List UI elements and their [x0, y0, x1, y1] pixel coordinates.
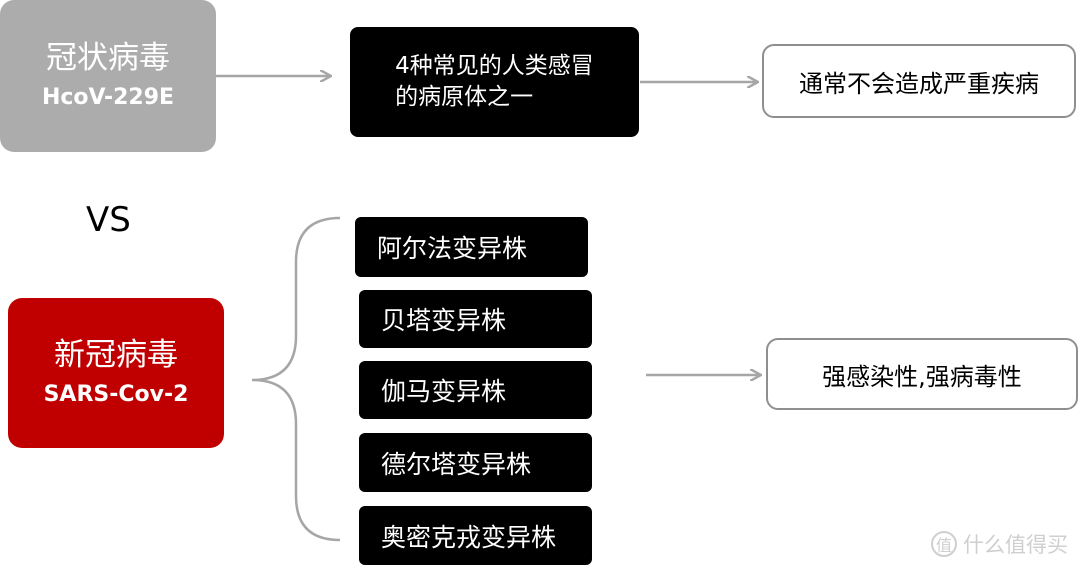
vs-label: VS: [86, 200, 131, 240]
watermark-logo-icon: 值: [931, 531, 957, 557]
watermark: 值 什么值得买: [931, 529, 1068, 559]
coronavirus-229e-name-en: HcoV-229E: [41, 85, 175, 111]
sars-cov-2-outcome-node: 强感染性,强病毒性: [766, 338, 1078, 410]
variant-alpha: 阿尔法变异株: [355, 217, 588, 277]
coronavirus-229e-name-cn: 冠状病毒: [46, 40, 170, 77]
description-line-2: 的病原体之一: [395, 84, 534, 110]
variants-bracket: [251, 216, 341, 542]
coronavirus-229e-description-node: 4种常见的人类感冒 的病原体之一: [350, 27, 639, 137]
coronavirus-229e-outcome-node: 通常不会造成严重疾病: [762, 44, 1076, 118]
coronavirus-229e-outcome: 通常不会造成严重疾病: [799, 69, 1039, 98]
variant-omicron: 奥密克戎变异株: [359, 506, 592, 565]
sars-cov-2-name-cn: 新冠病毒: [54, 337, 178, 374]
coronavirus-229e-description: 4种常见的人类感冒 的病原体之一: [377, 51, 612, 113]
variant-beta: 贝塔变异株: [359, 290, 592, 348]
sars-cov-2-outcome: 强感染性,强病毒性: [822, 362, 1022, 391]
sars-cov-2-node: 新冠病毒 SARS-Cov-2: [8, 298, 224, 448]
variant-delta: 德尔塔变异株: [359, 433, 592, 492]
description-line-1: 4种常见的人类感冒: [395, 52, 594, 79]
coronavirus-229e-node: 冠状病毒 HcoV-229E: [0, 0, 216, 152]
sars-cov-2-name-en: SARS-Cov-2: [43, 382, 189, 408]
watermark-text: 什么值得买: [963, 533, 1068, 557]
variant-gamma: 伽马变异株: [359, 361, 592, 419]
